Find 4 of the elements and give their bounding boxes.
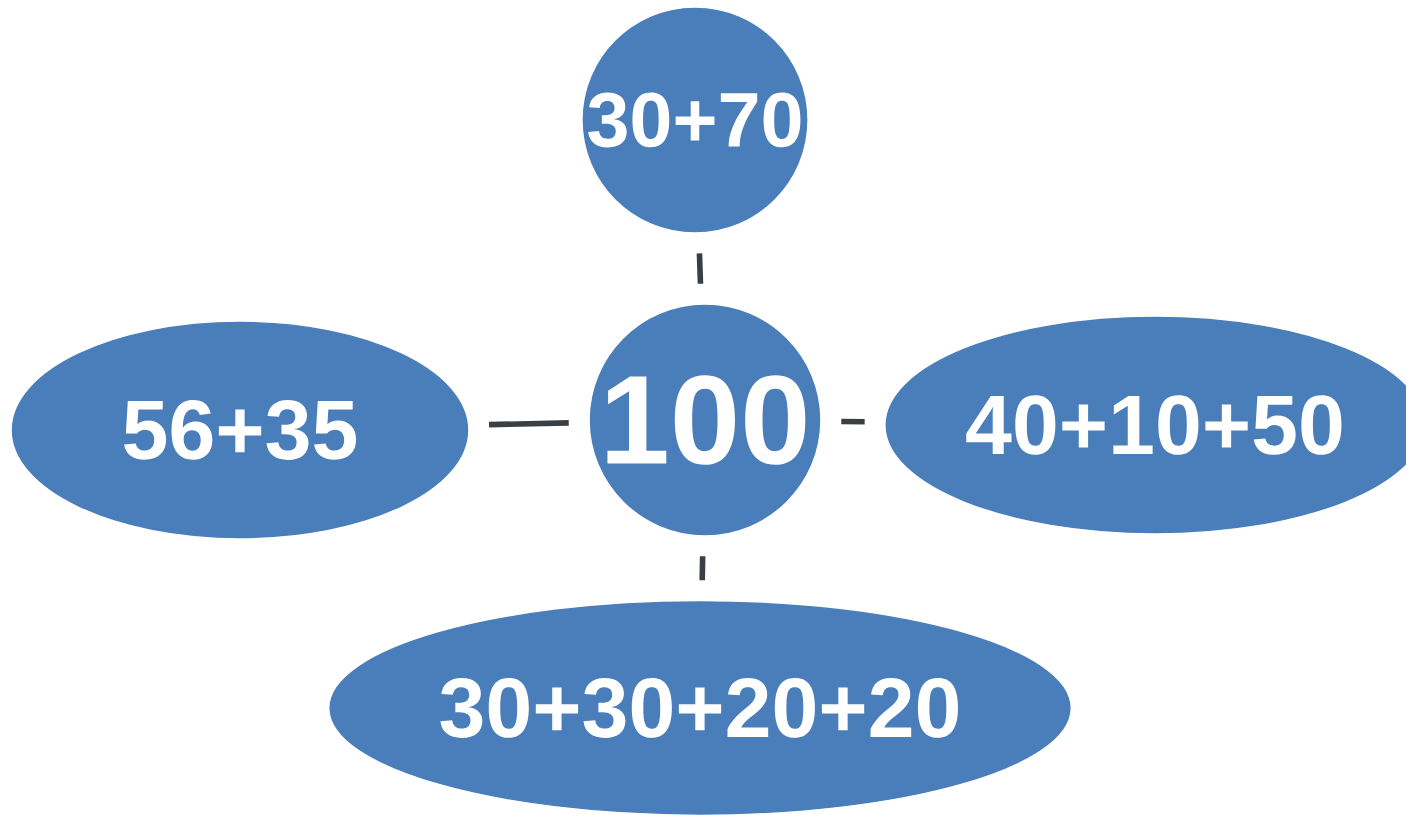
connector-line xyxy=(699,556,706,581)
connector-line xyxy=(841,418,865,425)
connector-line xyxy=(488,420,569,428)
connector-line xyxy=(696,253,704,284)
